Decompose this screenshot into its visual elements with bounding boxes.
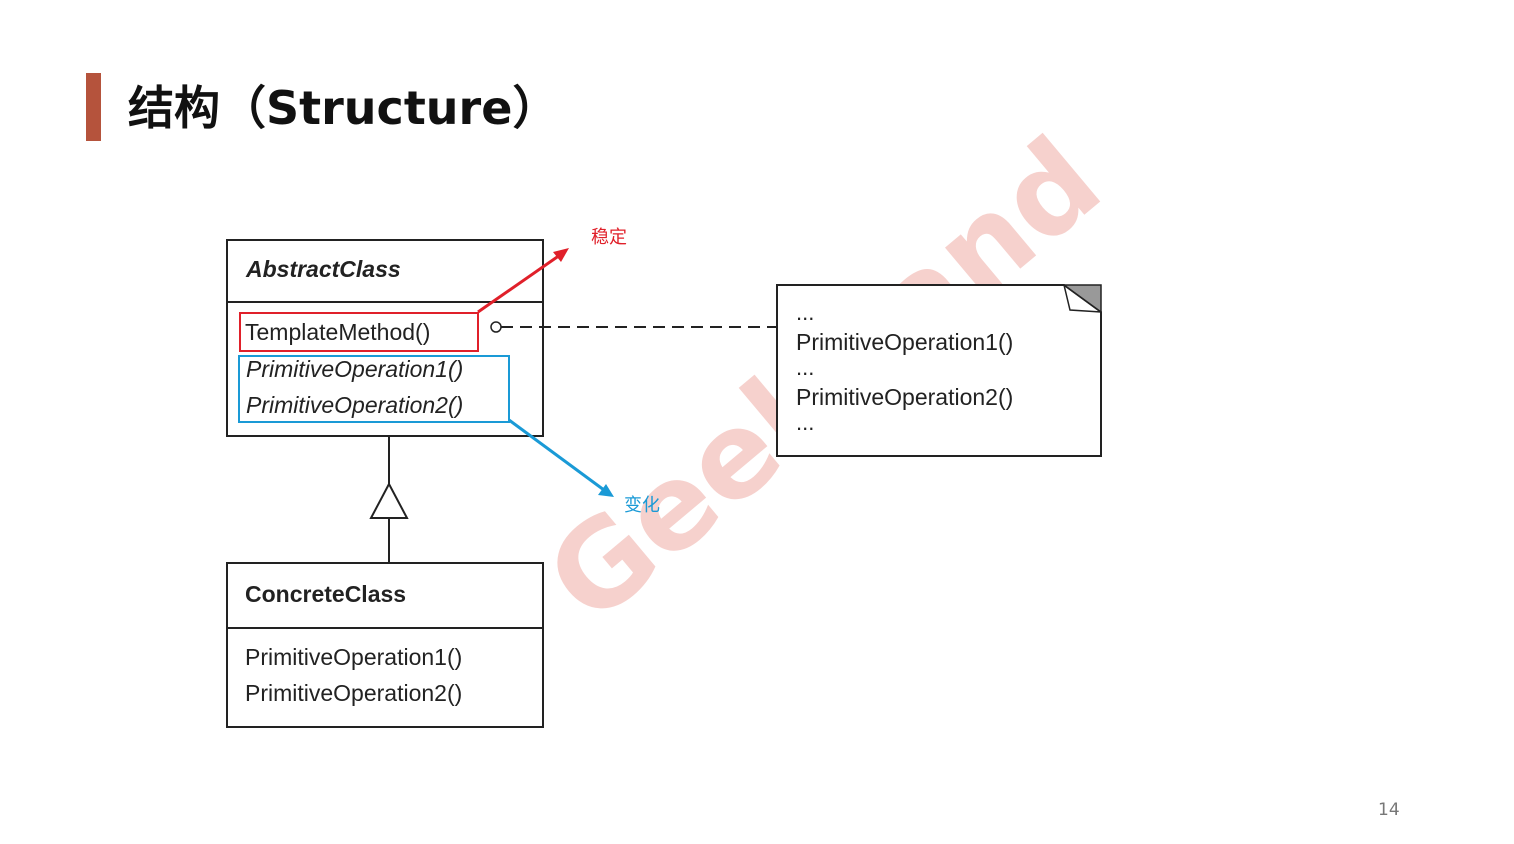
note-line-1: ...	[796, 300, 814, 325]
stable-highlight-box	[239, 312, 479, 352]
stable-arrow	[477, 248, 569, 314]
abstract-class-name: AbstractClass	[245, 256, 401, 282]
concrete-primitive-operation-1: PrimitiveOperation1()	[245, 644, 462, 670]
note-line-2: PrimitiveOperation1()	[796, 329, 1013, 355]
concrete-primitive-operation-2: PrimitiveOperation2()	[245, 680, 462, 706]
abstract-class-box: AbstractClass TemplateMethod() Primitive…	[226, 239, 544, 437]
note-line-4: PrimitiveOperation2()	[796, 384, 1013, 410]
note-line-3: ...	[796, 355, 814, 380]
abstract-primitive-operation-2: PrimitiveOperation2()	[246, 392, 463, 418]
changing-label: 变化	[624, 495, 660, 516]
title-accent-bar	[86, 73, 101, 141]
changing-highlight-box	[238, 355, 510, 423]
concrete-class-name: ConcreteClass	[245, 581, 406, 607]
page-title: 结构（Structure）	[128, 81, 559, 135]
changing-arrow	[508, 418, 614, 497]
page-number: 14	[1378, 800, 1400, 820]
note-box: ... PrimitiveOperation1() ... PrimitiveO…	[776, 284, 1102, 457]
note-connector	[490, 321, 777, 333]
stable-label: 稳定	[591, 227, 627, 248]
inheritance-arrow	[369, 436, 409, 563]
abstract-template-method: TemplateMethod()	[245, 319, 430, 345]
concrete-class-box: ConcreteClass PrimitiveOperation1() Prim…	[226, 562, 544, 728]
abstract-primitive-operation-1: PrimitiveOperation1()	[246, 356, 463, 382]
note-line-5: ...	[796, 410, 814, 435]
